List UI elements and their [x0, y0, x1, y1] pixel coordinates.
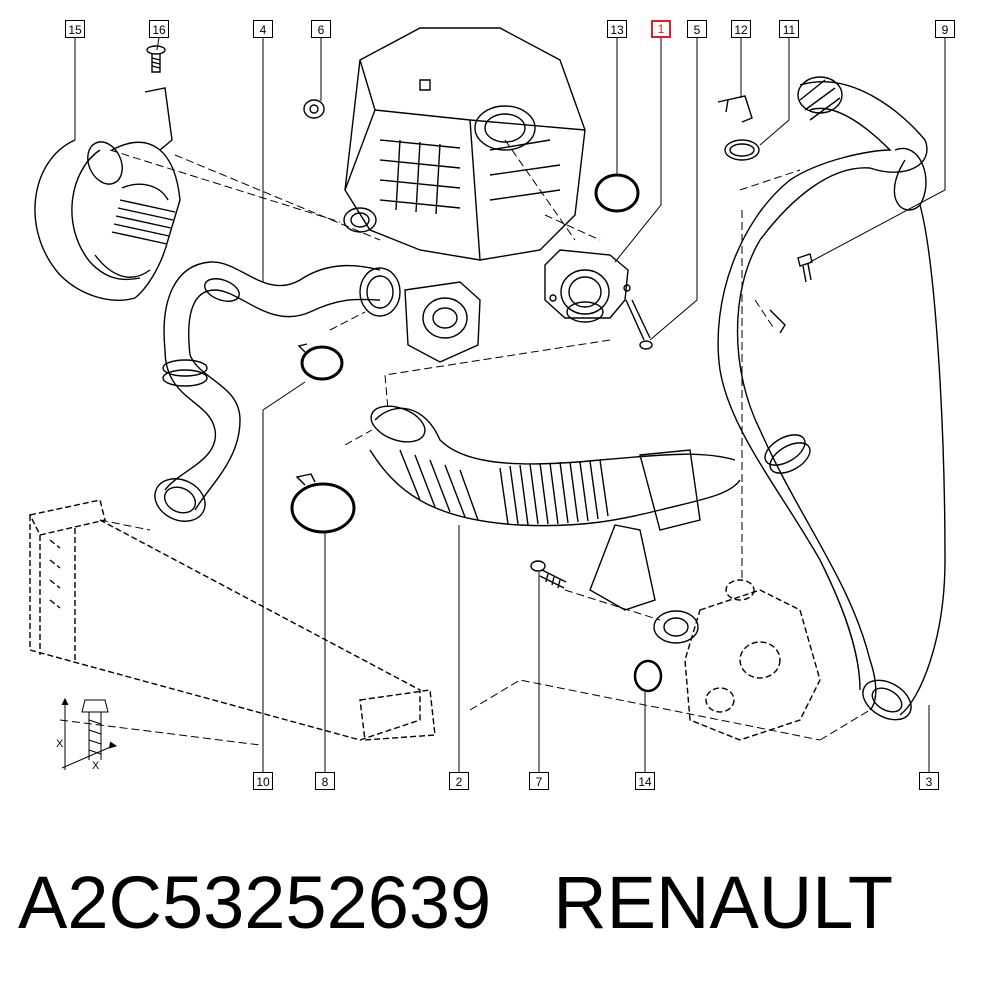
caption: A2C53252639 RENAULT [18, 858, 893, 948]
brand-name: RENAULT [553, 861, 894, 944]
callout-15: 15 [65, 20, 85, 38]
callout-8: 8 [315, 772, 335, 790]
bolt-5 [625, 299, 653, 350]
bolt-7 [530, 560, 567, 589]
callout-3: 3 [919, 772, 939, 790]
grommet-6 [303, 99, 325, 119]
duct-2 [369, 405, 741, 644]
clamp-11 [724, 139, 760, 161]
callout-1-highlighted: 1 [651, 20, 671, 38]
assembly-lines [59, 139, 871, 746]
o-ring-14 [633, 659, 663, 693]
callout-9: 9 [935, 20, 955, 38]
part-number: A2C53252639 [18, 861, 492, 944]
lower-engine-part [684, 579, 821, 741]
bolt-dimension-symbol [61, 697, 118, 770]
callout-14: 14 [635, 772, 655, 790]
throttle-body [359, 267, 481, 363]
bellows-15 [111, 199, 176, 245]
callout-2: 2 [449, 772, 469, 790]
callout-13: 13 [607, 20, 627, 38]
clip-12 [717, 95, 753, 123]
bolt-9 [797, 253, 813, 283]
leader-lines [74, 36, 946, 772]
dimension-label-horizontal: X [92, 760, 100, 772]
duct-2-corrugations [399, 449, 609, 526]
clamp-8 [290, 473, 356, 534]
callout-5: 5 [687, 20, 707, 38]
callout-6: 6 [311, 20, 331, 38]
intercooler [28, 499, 436, 741]
screw-16 [144, 45, 173, 151]
o-ring-13 [594, 173, 640, 213]
callout-16: 16 [149, 20, 169, 38]
turbo-housing [343, 27, 586, 261]
callout-12: 12 [731, 20, 751, 38]
dimension-label-vertical: X [56, 738, 64, 750]
callout-11: 11 [779, 20, 799, 38]
callout-7: 7 [529, 772, 549, 790]
hose-15 [34, 139, 181, 301]
callout-4: 4 [253, 20, 273, 38]
callout-10: 10 [253, 772, 273, 790]
clamp-10 [297, 343, 344, 381]
parts-diagram: X X [28, 27, 946, 772]
hose-4 [154, 261, 381, 522]
hose-3 [717, 76, 946, 721]
flange-1 [544, 249, 631, 323]
